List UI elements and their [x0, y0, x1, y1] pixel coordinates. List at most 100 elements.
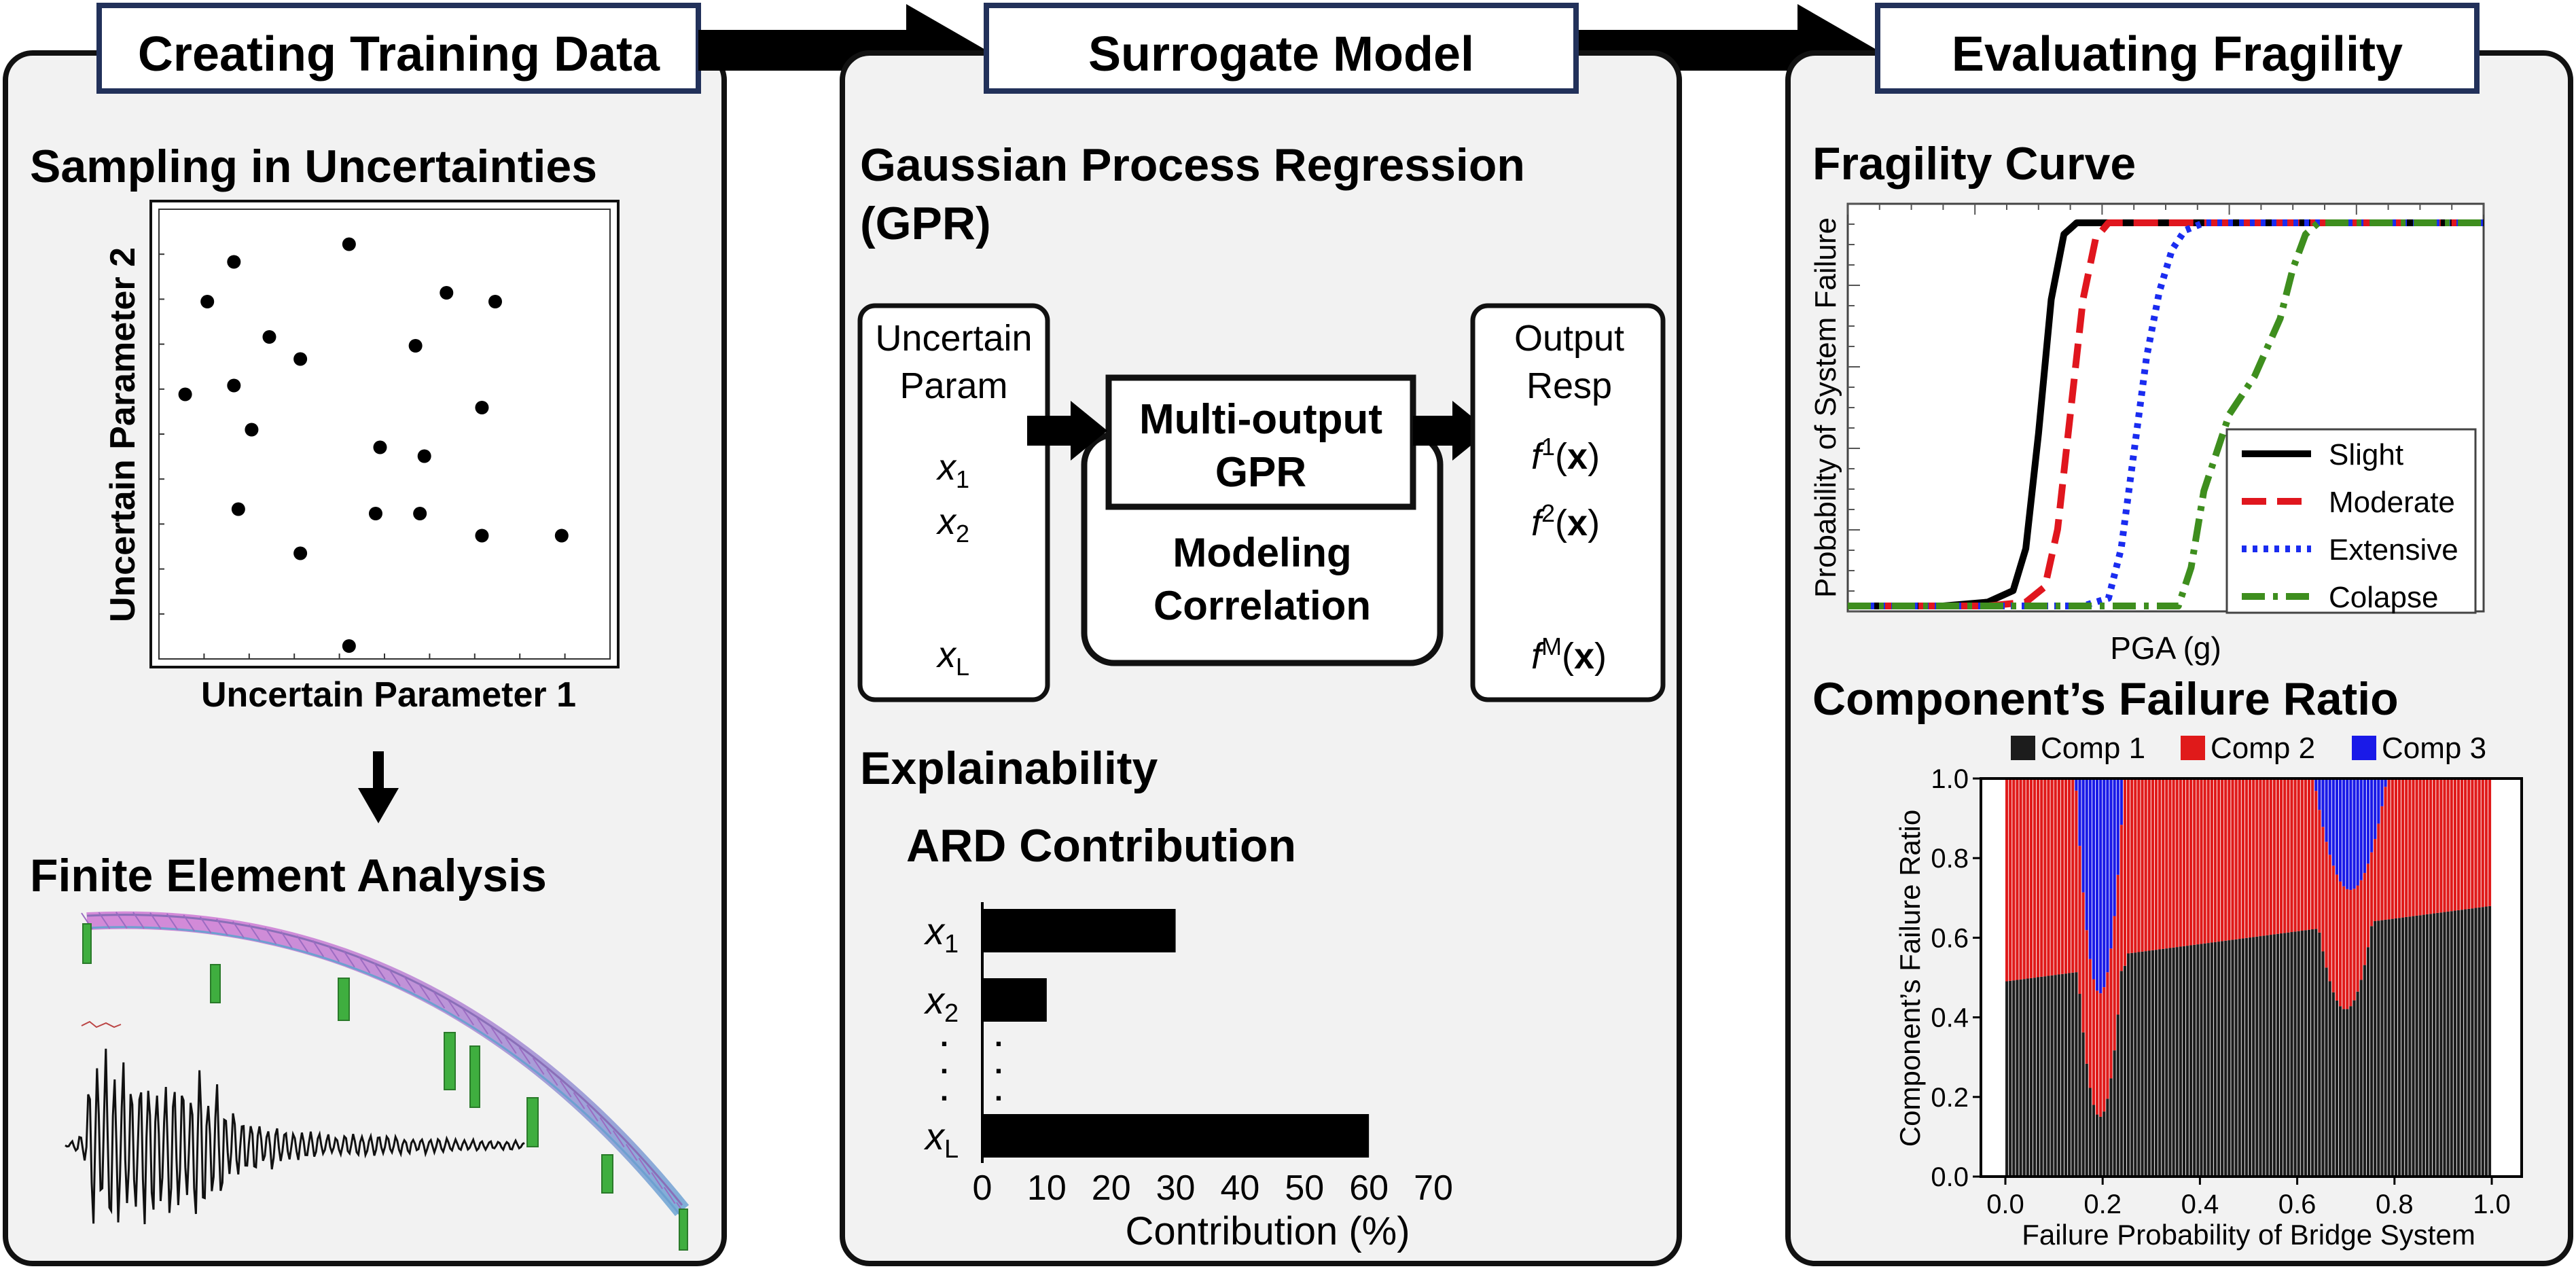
sample-axis-ticks [158, 209, 611, 660]
fea-heading: Finite Element Analysis [30, 850, 547, 901]
ratio-bar-comp1 [2349, 1006, 2353, 1177]
ratio-bar-comp2 [2374, 839, 2377, 921]
ratio-bars [2005, 778, 2492, 1177]
ratio-bar-comp3 [2085, 778, 2088, 931]
ratio-bar-comp1 [2099, 1116, 2103, 1177]
ard-bar [982, 909, 1176, 952]
ratio-y-tick-label: 0.4 [1931, 1003, 1969, 1033]
ratio-bar-comp1 [2193, 944, 2196, 1177]
ratio-bar-comp1 [2443, 912, 2446, 1177]
ratio-bar-comp1 [2217, 942, 2221, 1177]
ratio-y-label: Component’s Failure Ratio [1894, 810, 1926, 1147]
ratio-y-tick-label: 0.0 [1931, 1162, 1969, 1192]
ratio-bar-comp1 [2488, 906, 2492, 1177]
ratio-bar-comp2 [2217, 778, 2221, 942]
ratio-bar-comp1 [2092, 1105, 2096, 1177]
fragility-y-label: Probability of System Failure [1809, 217, 1842, 598]
ratio-bar-comp2 [2335, 874, 2339, 1001]
ratio-bar-comp3 [2366, 778, 2370, 864]
ratio-bar-comp1 [2300, 931, 2304, 1177]
ratio-bar-comp1 [2283, 933, 2287, 1177]
ratio-bar-comp1 [2370, 926, 2374, 1177]
beam-hatch [166, 913, 179, 931]
ratio-bar-comp3 [2318, 778, 2321, 810]
ratio-bar-comp2 [2009, 778, 2012, 981]
ratio-bar-comp2 [2134, 778, 2137, 953]
ratio-bar-comp1 [2119, 971, 2123, 1177]
ratio-bar-comp1 [2356, 991, 2359, 1177]
ratio-bar-comp2 [2172, 778, 2175, 948]
ratio-bar-comp2 [2026, 778, 2029, 979]
sample-point [373, 440, 387, 454]
ratio-bar-comp1 [2134, 952, 2137, 1177]
ratio-x-label: Failure Probability of Bridge System [2022, 1219, 2475, 1251]
ratio-bar-comp2 [2443, 778, 2446, 912]
ratio-bar-comp2 [2109, 948, 2113, 1079]
ratio-bar-comp3 [2338, 778, 2342, 882]
ratio-bar-comp1 [2075, 972, 2078, 1177]
output-box-line1: Output [1514, 318, 1624, 359]
ratio-bar-comp2 [2175, 778, 2179, 948]
ratio-bar-comp1 [2130, 952, 2134, 1177]
ratio-bar-comp1 [2162, 948, 2165, 1177]
ratio-bar-comp2 [2318, 810, 2321, 933]
ratio-bar-comp1 [2262, 935, 2266, 1177]
ratio-bar-comp2 [2043, 778, 2047, 977]
ratio-bar-comp2 [2179, 778, 2182, 947]
ratio-bar-comp2 [2259, 778, 2262, 937]
ratio-x-tick-label: 0.2 [2083, 1189, 2122, 1219]
ratio-bar-comp1 [2366, 947, 2370, 1177]
fragility-legend-box [2225, 428, 2477, 614]
ratio-bar-comp1 [2335, 1000, 2339, 1177]
ratio-bar-comp1 [2005, 981, 2009, 1177]
ratio-bar-comp2 [2113, 916, 2116, 1051]
ratio-bar-comp1 [2422, 914, 2425, 1177]
panel-fragility-header: Evaluating Fragility [1875, 3, 2480, 94]
ratio-bar-comp2 [2019, 778, 2022, 980]
sample-point [488, 295, 502, 308]
ratio-bar-comp2 [2022, 778, 2026, 980]
sample-point [554, 529, 569, 543]
sample-point [475, 401, 489, 414]
ratio-bar-comp1 [2401, 917, 2405, 1177]
ratio-bar-comp1 [2081, 1032, 2085, 1177]
ratio-bar-comp1 [2269, 935, 2272, 1177]
beam-hatch [98, 912, 111, 929]
beam-hatch [504, 1037, 517, 1054]
ard-bar [982, 1114, 1370, 1158]
ratio-bar-comp3 [2349, 778, 2353, 891]
ard-category-label: x2 [923, 979, 959, 1028]
ratio-x-tick-label: 1.0 [2473, 1189, 2511, 1219]
ratio-bar-comp2 [2446, 778, 2450, 912]
beam-hatch [518, 1047, 531, 1064]
ratio-bar-comp2 [2397, 778, 2401, 918]
sample-point [227, 255, 241, 269]
ratio-bar-comp2 [2471, 778, 2474, 909]
ratio-bar-comp2 [2088, 959, 2092, 1088]
ard-tick-label: 10 [1027, 1168, 1067, 1208]
ratio-bar-comp2 [2158, 778, 2162, 950]
ratio-bar-comp1 [2460, 910, 2464, 1177]
ratio-bar-comp1 [2394, 918, 2397, 1177]
ratio-bar-comp1 [2106, 1098, 2109, 1177]
ratio-bar-comp3 [2346, 778, 2349, 889]
ratio-bar-comp3 [2099, 778, 2103, 994]
ratio-bar-comp1 [2391, 918, 2394, 1177]
ratio-bar-comp1 [2050, 975, 2054, 1177]
ratio-y-tick-label: 1.0 [1931, 764, 1969, 794]
beam-hatch [651, 1172, 664, 1189]
ratio-bar-comp2 [2206, 778, 2210, 944]
ratio-bar-comp1 [2196, 944, 2200, 1177]
correlation-box-line1: Modeling [1173, 530, 1351, 575]
beam-hatch [183, 914, 196, 932]
ratio-bar-comp1 [2144, 951, 2147, 1177]
ratio-bar-comp1 [2377, 920, 2380, 1177]
down-arrow-icon [358, 751, 399, 823]
fragility-series-line [1848, 219, 2484, 609]
sample-point [293, 546, 308, 560]
ratio-bar-comp1 [2123, 965, 2127, 1177]
gpr-model-box-line1: Multi-output [1139, 396, 1382, 443]
beam-hatch [373, 962, 386, 980]
ratio-bar-comp2 [2405, 778, 2408, 917]
